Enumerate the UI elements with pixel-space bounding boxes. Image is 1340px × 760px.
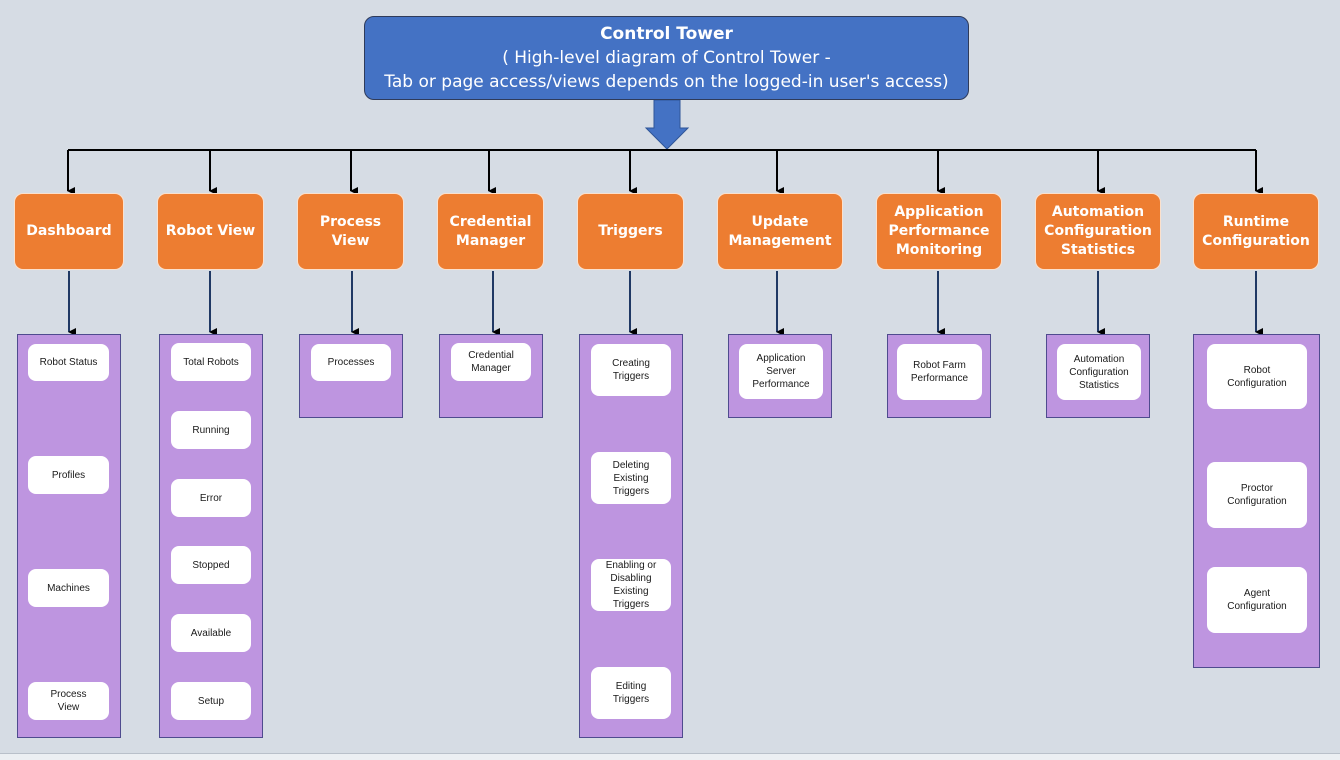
item-running: Running: [171, 411, 251, 449]
item-creating-triggers: Creating Triggers: [591, 344, 671, 396]
panel-process-view: Processes: [299, 334, 403, 418]
panel-dashboard: Robot Status Profiles Machines Process V…: [17, 334, 121, 738]
item-enabling-disabling-triggers: Enabling or Disabling Existing Triggers: [591, 559, 671, 611]
root-down-arrow: [644, 99, 690, 150]
panel-credential-manager: Credential Manager: [439, 334, 543, 418]
item-credential-manager: Credential Manager: [451, 343, 531, 381]
item-setup: Setup: [171, 682, 251, 720]
item-machines: Machines: [28, 569, 109, 607]
panel-automation-configuration-statistics: Automation Configuration Statistics: [1046, 334, 1150, 418]
root-subtitle-line-1: ( High-level diagram of Control Tower -: [502, 47, 831, 68]
category-runtime-configuration: Runtime Configuration: [1193, 193, 1319, 270]
item-stopped: Stopped: [171, 546, 251, 584]
root-title: Control Tower: [600, 23, 733, 44]
panel-application-performance-monitoring: Robot Farm Performance: [887, 334, 991, 418]
item-robot-status: Robot Status: [28, 344, 109, 381]
item-available: Available: [171, 614, 251, 652]
category-credential-manager: Credential Manager: [437, 193, 544, 270]
panel-update-management: Application Server Performance: [728, 334, 832, 418]
category-process-view: Process View: [297, 193, 404, 270]
panel-robot-view: Total Robots Running Error Stopped Avail…: [159, 334, 263, 738]
item-robot-configuration: Robot Configuration: [1207, 344, 1307, 409]
category-label: Update Management: [728, 213, 832, 249]
item-process-view: Process View: [28, 682, 109, 720]
item-robot-farm-performance: Robot Farm Performance: [897, 344, 982, 400]
category-automation-configuration-statistics: Automation Configuration Statistics: [1035, 193, 1161, 270]
root-subtitle-line-2: Tab or page access/views depends on the …: [384, 71, 949, 92]
category-label: Process View: [319, 213, 382, 249]
item-profiles: Profiles: [28, 456, 109, 494]
item-application-server-performance: Application Server Performance: [739, 344, 823, 399]
panel-triggers: Creating Triggers Deleting Existing Trig…: [579, 334, 683, 738]
item-deleting-existing-triggers: Deleting Existing Triggers: [591, 452, 671, 504]
panel-runtime-configuration: Robot Configuration Proctor Configuratio…: [1193, 334, 1320, 668]
category-triggers: Triggers: [577, 193, 684, 270]
item-processes: Processes: [311, 344, 391, 381]
category-label: Application Performance Monitoring: [888, 204, 990, 258]
category-label: Dashboard: [26, 223, 112, 239]
category-label: Triggers: [598, 223, 663, 239]
category-robot-view: Robot View: [157, 193, 264, 270]
category-label: Credential Manager: [449, 213, 532, 249]
category-label: Automation Configuration Statistics: [1044, 204, 1152, 258]
item-proctor-configuration: Proctor Configuration: [1207, 462, 1307, 528]
root-node-control-tower: Control Tower ( High-level diagram of Co…: [364, 16, 969, 100]
item-error: Error: [171, 479, 251, 517]
category-label: Runtime Configuration: [1202, 213, 1310, 249]
category-label: Robot View: [165, 223, 256, 239]
category-dashboard: Dashboard: [14, 193, 124, 270]
item-agent-configuration: Agent Configuration: [1207, 567, 1307, 633]
window-bottom-edge: [0, 753, 1340, 760]
item-total-robots: Total Robots: [171, 343, 251, 381]
item-editing-triggers: Editing Triggers: [591, 667, 671, 719]
category-update-management: Update Management: [717, 193, 843, 270]
item-automation-configuration-statistics: Automation Configuration Statistics: [1057, 344, 1141, 400]
category-application-performance-monitoring: Application Performance Monitoring: [876, 193, 1002, 270]
